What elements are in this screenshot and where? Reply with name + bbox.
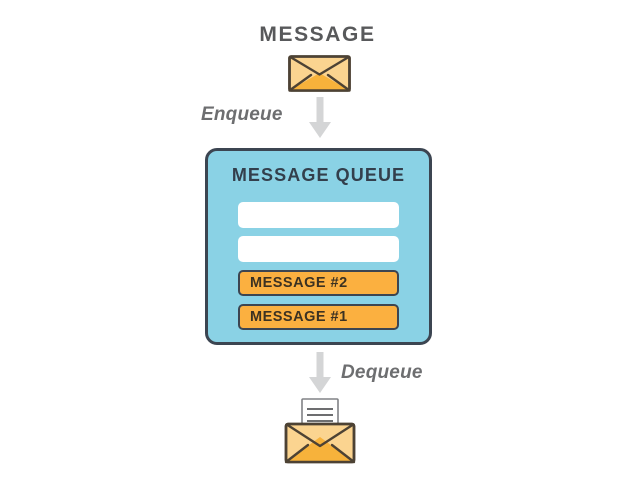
message-queue-box: MESSAGE QUEUE MESSAGE #2 MESSAGE #1 bbox=[205, 148, 432, 345]
arrow-down-icon-dequeue bbox=[308, 352, 332, 394]
queue-slot-empty-1 bbox=[238, 202, 399, 228]
queue-slot-empty-2 bbox=[238, 236, 399, 262]
queue-slot-message-2: MESSAGE #2 bbox=[238, 270, 399, 296]
closed-envelope-icon bbox=[288, 55, 351, 92]
queue-slot-message-1: MESSAGE #1 bbox=[238, 304, 399, 330]
page-title: MESSAGE bbox=[259, 23, 376, 46]
queue-slot-label: MESSAGE #1 bbox=[250, 309, 348, 325]
enqueue-label: Enqueue bbox=[201, 104, 283, 125]
open-envelope-with-letter-icon bbox=[282, 396, 358, 468]
queue-slot-label: MESSAGE #2 bbox=[250, 275, 348, 291]
queue-title: MESSAGE QUEUE bbox=[231, 165, 406, 185]
dequeue-label: Dequeue bbox=[341, 362, 423, 383]
arrow-down-icon-enqueue bbox=[308, 97, 332, 139]
